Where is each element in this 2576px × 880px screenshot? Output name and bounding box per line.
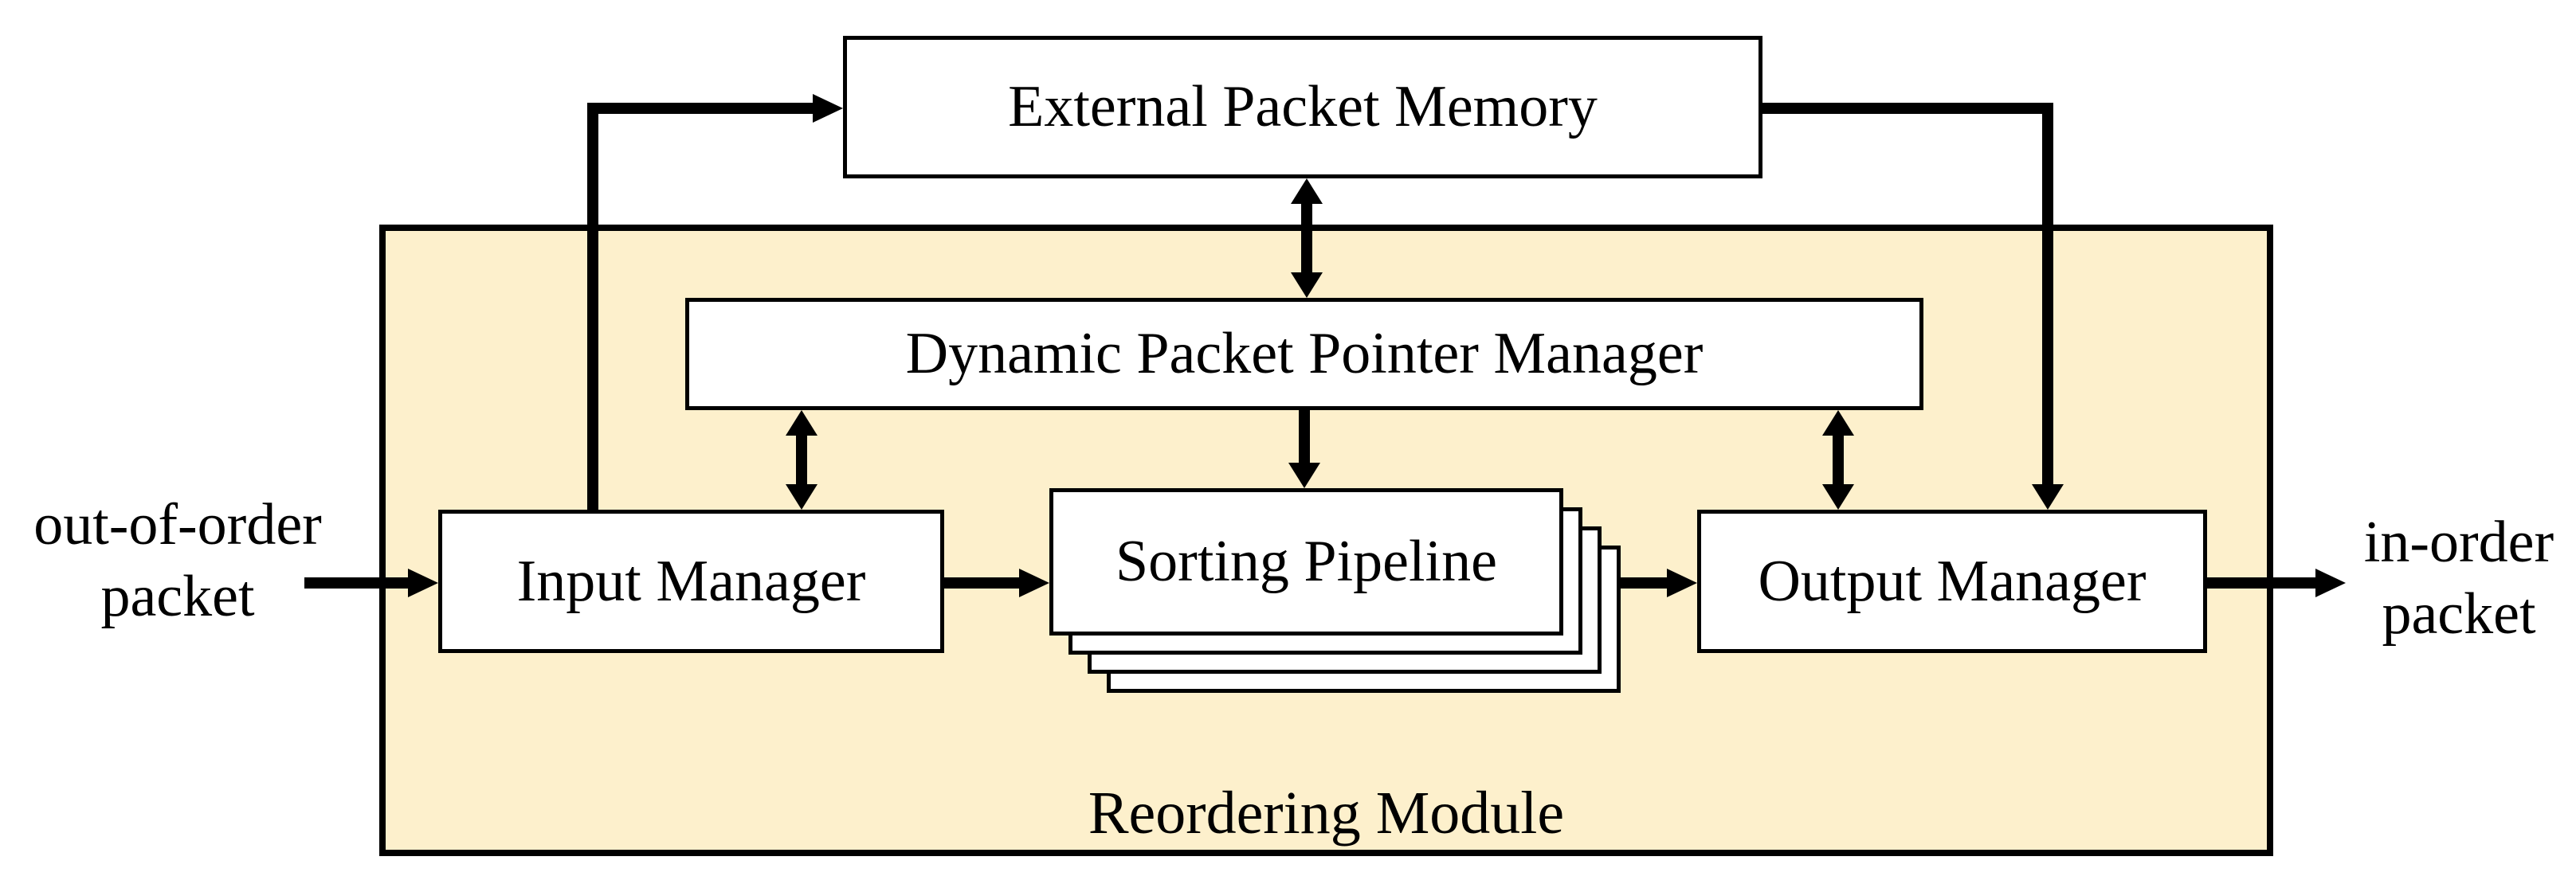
sorting-to-output-arrow-line bbox=[1621, 577, 1667, 589]
reordering-module-label: Reordering Module bbox=[1088, 780, 1565, 847]
epm-output-vertical-line bbox=[2042, 103, 2053, 486]
input-to-epm-arrowhead-icon bbox=[813, 94, 843, 123]
in-order-line2: packet bbox=[2382, 581, 2536, 647]
output-manager-block: Output Manager bbox=[1697, 510, 2207, 653]
dppm-input-up-arrowhead-icon bbox=[786, 410, 817, 436]
sorting-pipeline-label: Sorting Pipeline bbox=[1115, 529, 1497, 594]
dynamic-packet-pointer-manager-block: Dynamic Packet Pointer Manager bbox=[685, 298, 1923, 410]
epm-dppm-up-arrowhead-icon bbox=[1291, 178, 1323, 204]
epm-output-horizontal-line bbox=[1762, 103, 2053, 114]
in-order-packet-label: in-order packet bbox=[2339, 506, 2576, 650]
out-of-order-line1: out-of-order bbox=[33, 492, 322, 557]
epm-dppm-down-arrowhead-icon bbox=[1291, 272, 1323, 298]
in-order-line1: in-order bbox=[2363, 510, 2554, 575]
sorting-to-output-arrowhead-icon bbox=[1667, 569, 1697, 597]
in-flow-arrow-line bbox=[304, 577, 408, 589]
sorting-pipeline-block: Sorting Pipeline bbox=[1049, 488, 1563, 636]
input-to-epm-horizontal-line bbox=[587, 103, 813, 114]
in-flow-arrowhead-icon bbox=[408, 569, 438, 597]
dppm-input-down-arrowhead-icon bbox=[786, 484, 817, 510]
epm-dppm-line bbox=[1301, 199, 1312, 277]
epm-output-down-arrowhead-icon bbox=[2032, 484, 2064, 510]
out-of-order-packet-label: out-of-order packet bbox=[14, 489, 341, 632]
external-packet-memory-block: External Packet Memory bbox=[843, 36, 1762, 178]
input-manager-block: Input Manager bbox=[438, 510, 944, 653]
dppm-output-down-arrowhead-icon bbox=[1822, 484, 1854, 510]
out-of-order-line2: packet bbox=[100, 564, 255, 629]
dppm-input-line bbox=[796, 431, 807, 487]
dppm-output-line bbox=[1833, 431, 1844, 487]
input-to-sorting-arrowhead-icon bbox=[1019, 569, 1049, 597]
input-manager-label: Input Manager bbox=[516, 548, 866, 614]
dppm-sorting-down-arrowhead-icon bbox=[1288, 463, 1320, 488]
out-flow-arrow-line bbox=[2207, 577, 2315, 589]
external-packet-memory-label: External Packet Memory bbox=[1008, 74, 1598, 139]
input-to-epm-vertical-line bbox=[587, 103, 598, 510]
dynamic-packet-pointer-manager-label: Dynamic Packet Pointer Manager bbox=[905, 321, 1704, 386]
input-to-sorting-arrow-line bbox=[944, 577, 1019, 589]
output-manager-label: Output Manager bbox=[1758, 548, 2147, 614]
dppm-output-up-arrowhead-icon bbox=[1822, 410, 1854, 436]
out-flow-arrowhead-icon bbox=[2315, 569, 2346, 597]
dppm-sorting-line bbox=[1299, 410, 1310, 466]
